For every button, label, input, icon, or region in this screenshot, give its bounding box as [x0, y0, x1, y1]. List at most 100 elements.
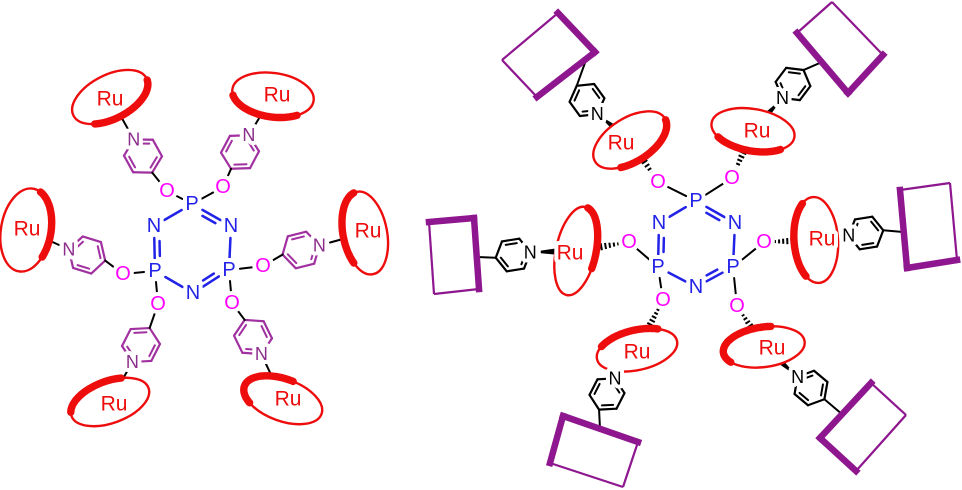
pyridine-ring: [793, 369, 829, 407]
atom-label-Ru: Ru: [624, 341, 651, 364]
phosphazene-ring-bonds: [635, 182, 758, 298]
atom-label-O: O: [655, 289, 671, 311]
atom-label-N: N: [728, 212, 742, 234]
atom-label-N: N: [689, 276, 703, 298]
arene-square-face: [797, 2, 883, 93]
ru-disk-thick-arc: [719, 322, 775, 366]
fragments: [425, 1, 961, 489]
ruthenium-ellipse: [710, 106, 796, 156]
atom-label-P: P: [651, 256, 664, 278]
ru-disk-thick-arc: [790, 199, 810, 280]
atom-label-Ru: Ru: [759, 337, 786, 360]
arene-square-face: [820, 383, 906, 471]
ruthenium-ellipse: [595, 324, 679, 373]
atom-label-Ru: Ru: [275, 388, 302, 411]
ruthenium-ellipse: [70, 68, 152, 128]
ru-disk-thick-arc: [229, 91, 301, 122]
atom-label-P: P: [689, 190, 702, 212]
atom-label-P: P: [222, 259, 235, 281]
ruthenium-ellipse: [719, 322, 806, 369]
atom-label-pyridine-N: N: [776, 88, 789, 108]
pyridine-ring: [568, 82, 606, 118]
atom-label-O: O: [159, 180, 175, 202]
atom-label-P: P: [726, 256, 739, 278]
pyridine-ring: [588, 377, 626, 411]
atom-label-O: O: [724, 167, 740, 189]
ruthenium-ellipse: [790, 195, 840, 285]
atom-label-pyridine-N: N: [524, 242, 537, 262]
pyridine-ring: [122, 138, 164, 174]
atom-label-N: N: [186, 282, 200, 304]
atom-label-pyridine-N: N: [842, 226, 855, 246]
atom-label-Ru: Ru: [264, 84, 291, 107]
phosphazene-ring-bonds: [131, 190, 255, 296]
arene-square-face: [900, 183, 957, 268]
ruthenium-ellipse: [0, 187, 56, 273]
atom-label-Ru: Ru: [101, 393, 128, 416]
ru-disk-thick-arc: [240, 372, 297, 407]
atom-label-pyridine-N: N: [608, 368, 621, 388]
ru-disk-thick-arc: [91, 76, 152, 128]
ru-disk-thick-arc: [617, 116, 671, 172]
atom-label-Ru: Ru: [744, 120, 771, 143]
atom-label-pyridine-N: N: [127, 129, 140, 149]
atom-label-O: O: [215, 176, 231, 198]
ru-disk-thick-arc: [67, 374, 125, 416]
pyridine-ring: [219, 134, 261, 170]
pyridine-ring: [67, 235, 107, 275]
atom-label-pyridine-N: N: [126, 352, 139, 372]
atom-label-N: N: [652, 212, 666, 234]
arene-square: [425, 214, 483, 296]
pyridine-ring: [232, 318, 274, 356]
fragments: [0, 68, 390, 428]
ruthenium-ellipse: [338, 189, 390, 276]
arene-square: [546, 411, 643, 489]
ru-disk-thick-arc: [597, 324, 662, 351]
atom-label-Ru: Ru: [14, 218, 41, 241]
atom-label-pyridine-N: N: [313, 235, 326, 255]
atom-label-O: O: [115, 263, 131, 285]
atom-label-O: O: [729, 295, 745, 317]
arene-square-face: [429, 218, 479, 294]
arene-square: [815, 378, 907, 476]
arene-square-face: [502, 13, 595, 97]
pyridine-ring: [494, 237, 532, 273]
atom-label-pyridine-N: N: [62, 239, 75, 259]
atom-label-O: O: [224, 292, 240, 314]
ruthenium-ellipse: [592, 110, 671, 172]
pyridine-ring: [774, 66, 812, 102]
atom-label-pyridine-N: N: [791, 367, 804, 387]
atom-label-N: N: [147, 215, 161, 237]
atom-label-Ru: Ru: [355, 220, 382, 243]
pyridine-ring: [120, 326, 162, 364]
atom-label-pyridine-N: N: [242, 125, 255, 145]
arene-square: [896, 181, 961, 272]
atom-label-N: N: [224, 215, 238, 237]
ru-disk-thick-arc: [714, 133, 785, 156]
atom-label-O: O: [621, 231, 637, 253]
arene-square: [501, 8, 600, 102]
ru-disk-thick-arc: [338, 189, 358, 267]
atom-label-P: P: [148, 260, 161, 282]
atom-label-O: O: [150, 293, 166, 315]
ruthenium-ellipse: [67, 374, 151, 428]
pyridine-ring: [281, 230, 321, 270]
atom-label-O: O: [650, 171, 666, 193]
ru-disk-thick-arc: [36, 188, 56, 261]
pyridine-ring: [847, 215, 885, 251]
atom-label-O: O: [756, 231, 772, 253]
ruthenium-ellipse: [240, 372, 324, 426]
ruthenium-ellipse: [553, 204, 602, 297]
atom-label-O: O: [255, 255, 271, 277]
ru-disk-thick-arc: [584, 204, 602, 273]
ruthenium-ellipse: [229, 71, 315, 122]
arene-square: [792, 1, 888, 98]
atom-label-P: P: [185, 193, 198, 215]
atom-label-pyridine-N: N: [591, 104, 604, 124]
atom-label-Ru: Ru: [809, 228, 836, 251]
